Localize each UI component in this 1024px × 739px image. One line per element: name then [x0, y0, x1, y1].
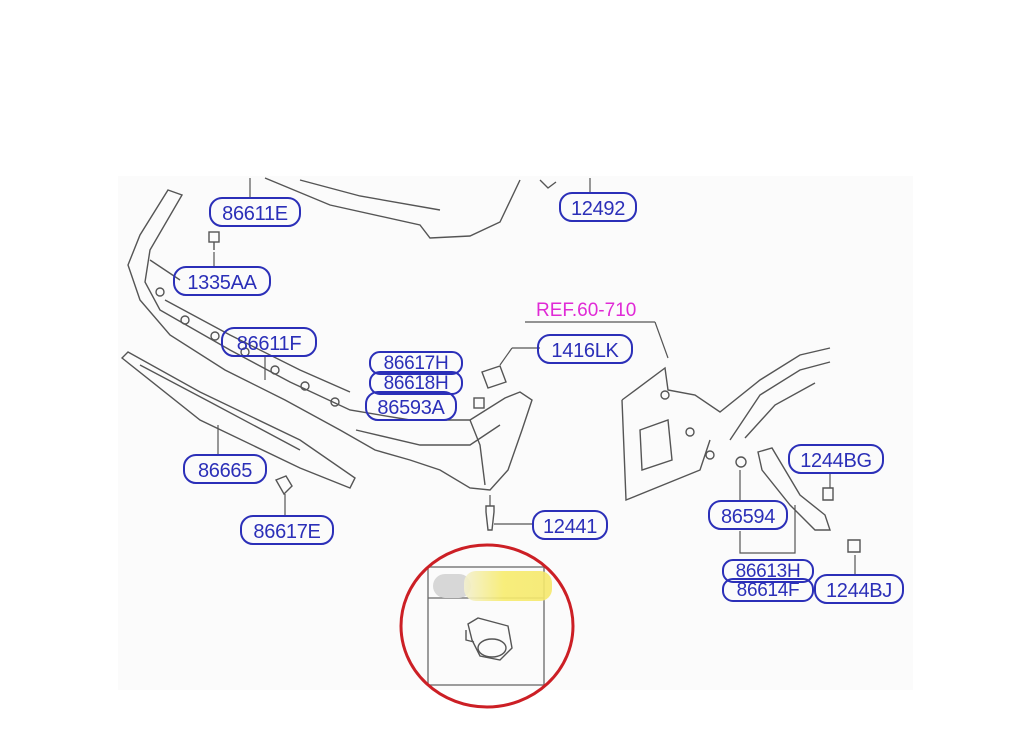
bumper-cover-top	[264, 177, 557, 239]
clip-86617E	[274, 475, 293, 496]
leader-lines	[213, 178, 856, 576]
callout-86665[interactable]: 86665	[183, 454, 267, 484]
parking-sensor-icon	[465, 617, 513, 661]
callout-12492[interactable]: 12492	[559, 192, 637, 222]
callout-86617E[interactable]: 86617E	[240, 515, 334, 545]
reference-label: REF.60-710	[536, 300, 637, 321]
callout-86611F[interactable]: 86611F	[221, 327, 317, 357]
diagram-panel	[118, 176, 913, 690]
sensor-holder	[473, 365, 507, 409]
callout-86594[interactable]: 86594	[708, 500, 788, 530]
callout-86617H[interactable]: 86617H	[369, 351, 463, 375]
callout-86593A[interactable]: 86593A	[365, 391, 457, 421]
callout-1335AA[interactable]: 1335AA	[173, 266, 271, 296]
callout-86611E[interactable]: 86611E	[209, 197, 301, 227]
bumper-fascia	[127, 189, 533, 491]
callout-1244BG[interactable]: 1244BG	[788, 444, 884, 474]
callout-1244BJ[interactable]: 1244BJ	[814, 574, 904, 604]
callout-86614F[interactable]: 86614F	[722, 578, 814, 602]
lower-garnish-strip	[120, 351, 356, 489]
callout-86613H[interactable]: 86613H	[722, 559, 814, 583]
callout-1416LK[interactable]: 1416LK	[537, 334, 633, 364]
callout-12441[interactable]: 12441	[532, 510, 608, 540]
side-bracket	[735, 447, 861, 553]
highlight-circle	[399, 543, 575, 709]
fender-panel	[621, 347, 831, 502]
bolts	[208, 231, 495, 531]
highlighted-part-number	[464, 571, 552, 601]
callout-86618H[interactable]: 86618H	[369, 371, 463, 395]
